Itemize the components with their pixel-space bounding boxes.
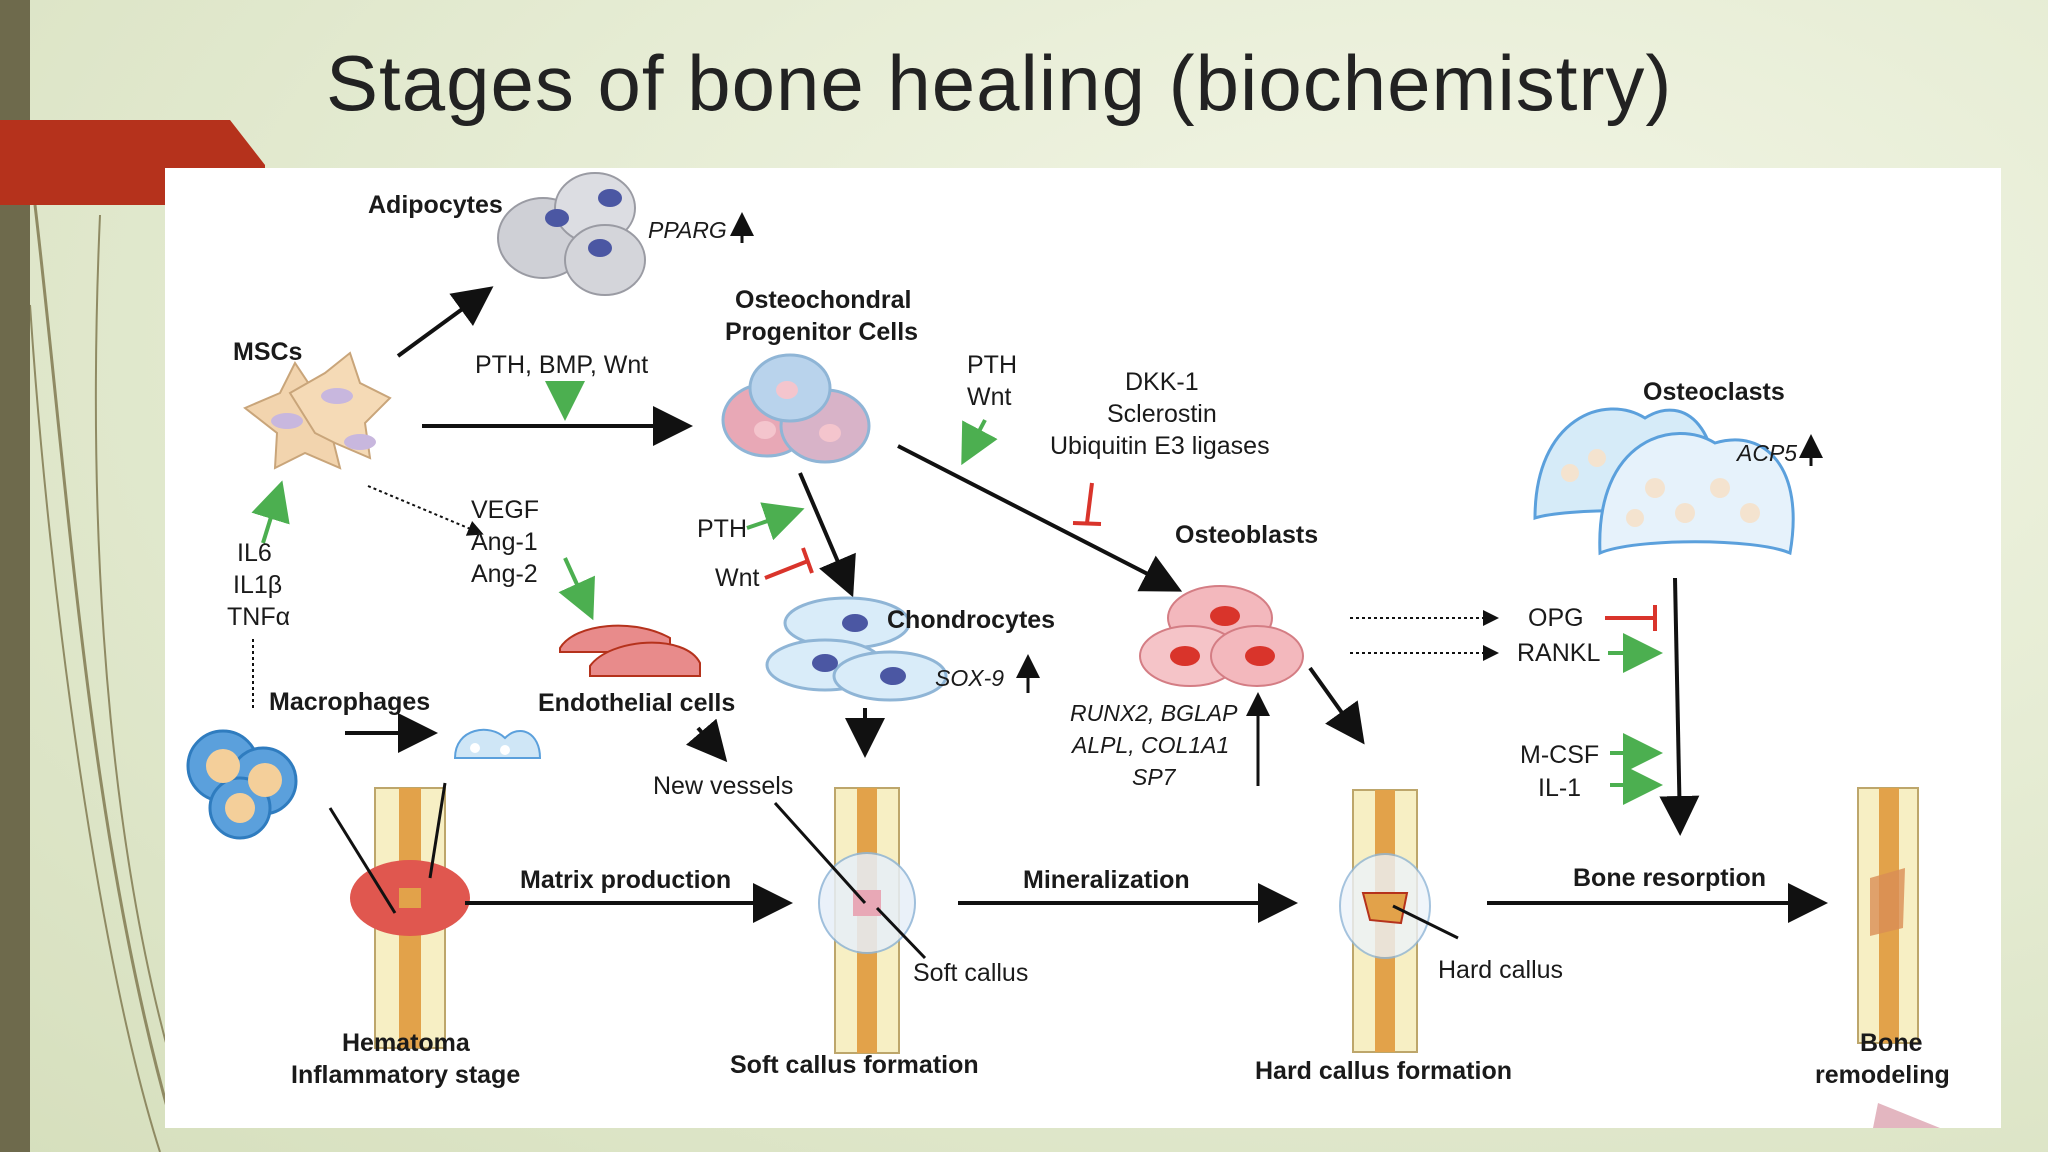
osteoblast-genes-line2: ALPL, COL1A1 — [1070, 732, 1229, 758]
vegf-label: VEGF — [471, 496, 539, 524]
cytokine-to-msc-arrow — [251, 480, 290, 544]
bone-healing-diagram: Adipocytes PPARG MSCs PTH, BMP, Wnt Oste… — [186, 172, 1950, 1128]
diagram-panel: Adipocytes PPARG MSCs PTH, BMP, Wnt Oste… — [165, 168, 2001, 1128]
new-vessels-label: New vessels — [653, 772, 793, 800]
dkk1-label: DKK-1 — [1125, 368, 1199, 396]
osteoblasts-label: Osteoblasts — [1175, 521, 1318, 549]
endothelial-to-vessels-arrow — [685, 718, 728, 763]
ang1-label: Ang-1 — [471, 528, 538, 556]
ang2-label: Ang-2 — [471, 560, 538, 588]
pth-wnt-arrow — [961, 419, 998, 466]
bone-soft-callus — [773, 787, 927, 1054]
wnt-mid-label: Wnt — [715, 564, 760, 592]
acp5-label: ACP5 — [1735, 440, 1797, 466]
soft-callus-formation-label: Soft callus formation — [730, 1051, 979, 1079]
wnt-mid-inhibition-bar — [801, 547, 814, 574]
rankl-label: RANKL — [1517, 639, 1600, 667]
progenitor-label-line2: Progenitor Cells — [725, 318, 918, 346]
progenitor-label-line1: Osteochondral — [735, 286, 911, 314]
dkk1-inhibition-bar — [1072, 521, 1102, 526]
remodeling-label-line1: Bone — [1860, 1029, 1923, 1057]
decorative-curves — [30, 205, 170, 1152]
mcsf-label: M-CSF — [1520, 741, 1599, 769]
bone-hard-callus — [1339, 789, 1459, 1053]
adipocytes-label: Adipocytes — [368, 191, 503, 219]
tnfa-label: TNFα — [227, 603, 290, 631]
remodeling-label-line2: remodeling — [1815, 1061, 1950, 1089]
progenitor-cells — [721, 353, 871, 464]
endothelial-label: Endothelial cells — [538, 689, 735, 717]
bone-remodeling — [1857, 787, 1919, 1044]
hematoma-label-line2: Inflammatory stage — [291, 1061, 520, 1089]
chondrocytes-label: Chondrocytes — [887, 606, 1055, 634]
slide-title: Stages of bone healing (biochemistry) — [326, 39, 1673, 127]
ubiquitin-label: Ubiquitin E3 ligases — [1050, 432, 1270, 460]
small-osteoclast-cells — [453, 728, 542, 759]
adipocyte-cells — [497, 172, 646, 296]
sox9-label: SOX-9 — [935, 665, 1004, 691]
osteoclasts-label: Osteoclasts — [1643, 378, 1785, 406]
macrophages-label: Macrophages — [269, 688, 430, 716]
osteoclast-to-resorption-arrow — [1659, 577, 1700, 836]
corner-decoration — [1873, 1103, 1940, 1128]
endothelial-cells — [559, 624, 701, 677]
opg-label: OPG — [1528, 604, 1584, 632]
hematoma-label-line1: Hematoma — [342, 1029, 471, 1057]
progenitor-to-chondrocyte-arrow — [798, 472, 856, 598]
bone-hematoma — [328, 782, 470, 1049]
pth-top-label: PTH — [967, 351, 1017, 379]
msc-to-vegf-dotted-arrow — [367, 485, 484, 536]
macrophage-cells — [186, 729, 298, 840]
msc-cells — [243, 351, 392, 470]
matrix-production-label: Matrix production — [520, 866, 731, 894]
msc-to-adipocyte-arrow — [396, 286, 494, 358]
wnt-top-label: Wnt — [967, 383, 1012, 411]
hard-callus-label: Hard callus — [1438, 956, 1563, 984]
hard-callus-formation-label: Hard callus formation — [1255, 1057, 1512, 1085]
osteoblast-genes-line1: RUNX2, BGLAP — [1070, 700, 1238, 726]
dkk1-inhibition-line — [1085, 482, 1094, 524]
osteoblast-to-hardcallus-arrow — [1308, 666, 1365, 745]
chondrocyte-cells — [765, 596, 948, 702]
osteoblast-genes-line3: SP7 — [1132, 764, 1177, 790]
il6-label: IL6 — [237, 539, 272, 567]
mscs-label: MSCs — [233, 338, 302, 366]
pparg-label: PPARG — [648, 217, 727, 243]
wnt-mid-inhibition-line — [764, 559, 809, 580]
il1-label: IL-1 — [1538, 774, 1581, 802]
vegf-arrow — [558, 557, 595, 621]
osteoblast-cells — [1139, 585, 1304, 687]
progenitor-to-osteoblast-arrow — [897, 444, 1183, 592]
bone-resorption-label: Bone resorption — [1573, 864, 1766, 892]
pth-mid-arrow — [746, 502, 805, 541]
osteoclast-cells — [1533, 407, 1795, 556]
pth-mid-label: PTH — [697, 515, 747, 543]
sclerostin-label: Sclerostin — [1107, 400, 1217, 428]
mineralization-label: Mineralization — [1023, 866, 1190, 894]
pth-bmp-wnt-label: PTH, BMP, Wnt — [475, 351, 648, 379]
soft-callus-label: Soft callus — [913, 959, 1028, 987]
il1b-label: IL1β — [233, 571, 282, 599]
